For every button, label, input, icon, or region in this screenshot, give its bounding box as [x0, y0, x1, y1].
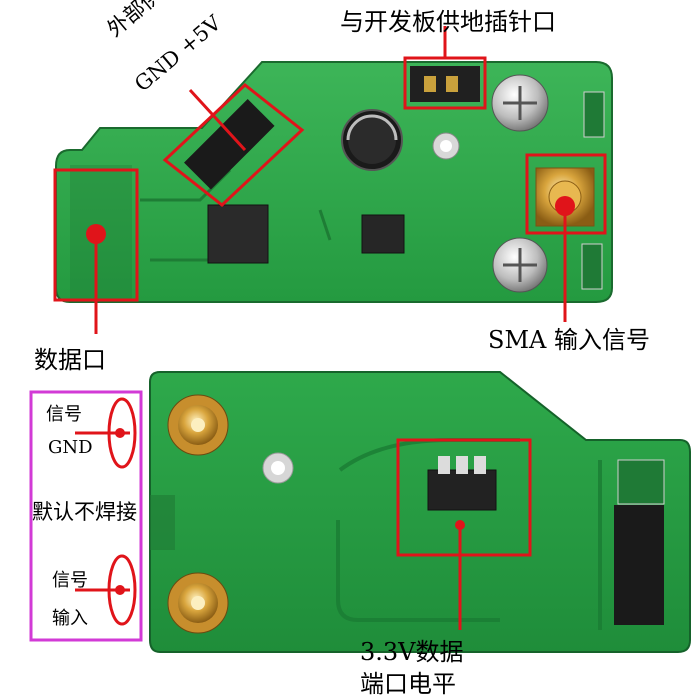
bottom-pcb-outline: [149, 371, 691, 653]
gnd-top-label: GND: [48, 437, 93, 458]
annotation-callouts: [53, 26, 607, 630]
top-pcb-outline: [55, 61, 613, 303]
signal-top-label: 信号: [46, 404, 82, 425]
regulator-u3: [427, 469, 497, 511]
sma-input-label: SMA 输入信号: [488, 326, 650, 354]
data-port-label: 数据口: [34, 346, 106, 374]
unsoldered-box: [29, 390, 143, 642]
bottom-board: [149, 371, 691, 653]
board-header-connector: [410, 66, 480, 102]
signal-top-pin-oval: [107, 397, 137, 469]
signal-bottom-pin-oval: [107, 554, 137, 626]
adc-chip-u1: [207, 204, 269, 264]
input-bottom-label: 输入: [52, 608, 88, 629]
ext-power-pointer: [188, 88, 247, 152]
regulator-box: [396, 438, 532, 557]
data-port-female-header: [614, 505, 664, 625]
header-connector-label: 与开发板供地插针口: [340, 8, 556, 36]
logic-level-line1: 3.3V数据: [360, 638, 464, 666]
default-unsoldered-label: 默认不焊接: [32, 500, 137, 524]
ext-power-box: [162, 83, 305, 207]
top-board: [55, 61, 613, 303]
annotation-dots: [86, 196, 575, 595]
opamp-chip-u2: [361, 214, 405, 254]
ext-power-header: [184, 99, 275, 190]
signal-bottom-label: 信号: [52, 570, 88, 591]
logic-level-line2: 端口电平: [360, 670, 456, 698]
